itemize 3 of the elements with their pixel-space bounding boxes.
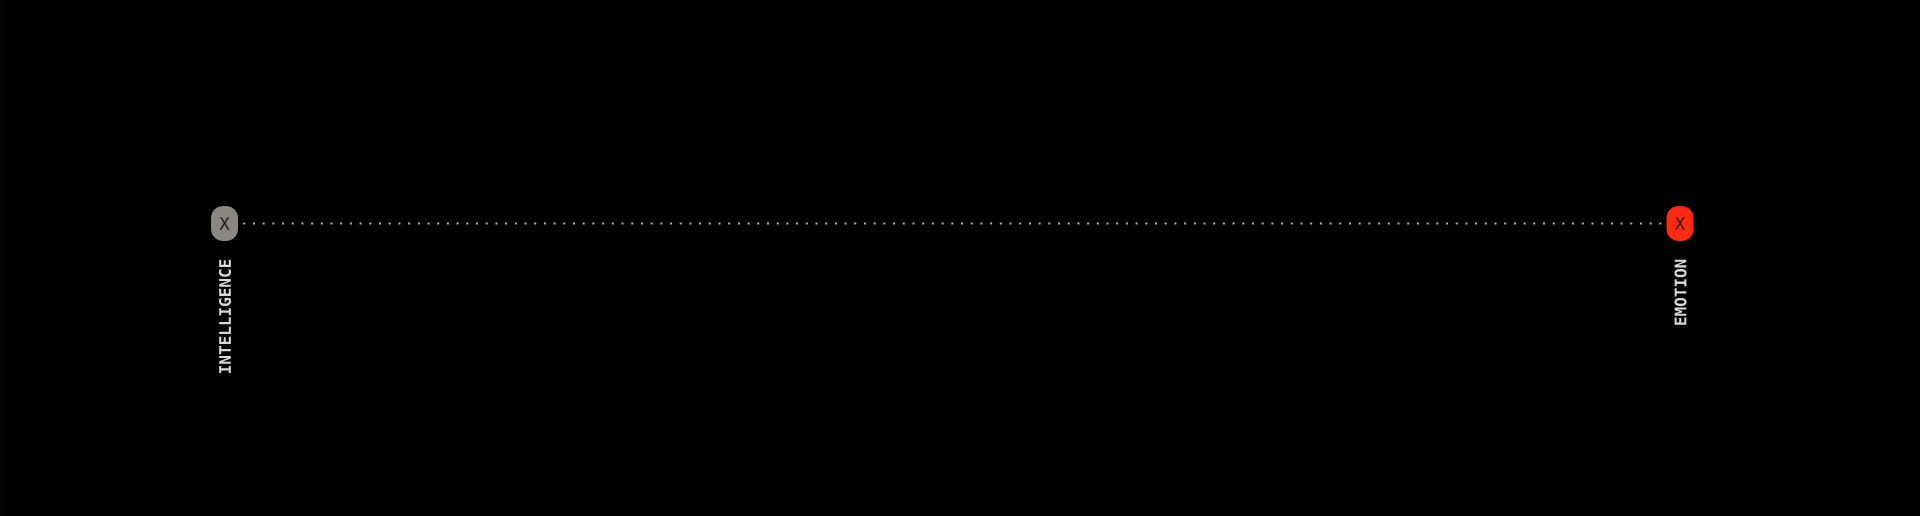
endpoint-label: EMOTION [1674, 259, 1687, 325]
dotted-connector [242, 222, 1663, 225]
endpoint-label: INTELLIGENCE [218, 259, 232, 373]
